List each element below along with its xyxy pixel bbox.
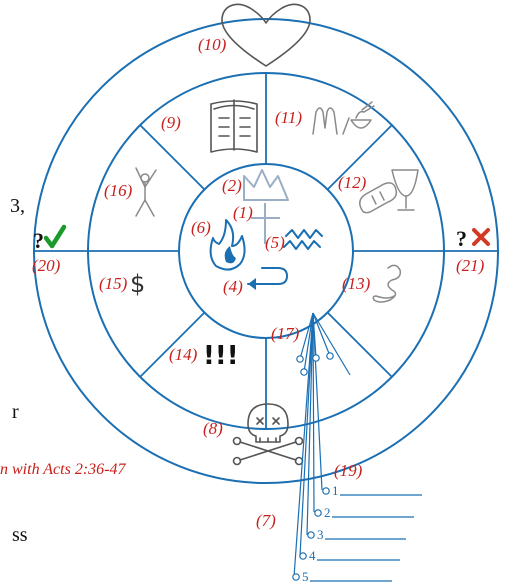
- stick-figure-icon: [135, 167, 157, 217]
- cross-symbol-icon: [251, 203, 280, 244]
- dollar-icon: $: [130, 270, 145, 298]
- label-9: (9): [161, 113, 181, 132]
- label-1: (1): [233, 203, 253, 222]
- crown-icon: [243, 169, 289, 201]
- answer-1-label: 1: [332, 483, 339, 498]
- label-21: (21): [456, 256, 485, 275]
- answer-list: 1 2 3 4 5: [292, 483, 422, 584]
- exclamation-icon: !!!: [203, 341, 239, 371]
- answer-3-label: 3: [317, 527, 324, 542]
- water-icon: [283, 229, 323, 250]
- label-11: (11): [275, 108, 302, 127]
- book-icon: [210, 99, 258, 153]
- snake-icon: [372, 264, 402, 303]
- fire-icon: [209, 219, 246, 271]
- left-fragment-3: ss: [12, 524, 28, 546]
- cross-icon: [472, 228, 490, 246]
- label-2: (2): [222, 176, 242, 195]
- label-12: (12): [338, 173, 367, 192]
- label-13: (13): [342, 274, 371, 293]
- answer-4-label: 4: [309, 548, 316, 563]
- food-icon: [312, 101, 375, 135]
- label-6: (6): [191, 218, 211, 237]
- bread-cup-icon: [359, 169, 419, 214]
- connector-lines: [293, 312, 351, 578]
- label-8: (8): [203, 419, 223, 438]
- label-10: (10): [198, 35, 227, 54]
- label-14: (14): [169, 345, 198, 364]
- check-icon: [43, 224, 67, 249]
- question-left: ?: [33, 228, 44, 253]
- heart-icon: [221, 3, 311, 67]
- skull-icon: [232, 403, 304, 466]
- label-20: (20): [32, 256, 61, 275]
- label-15: (15): [99, 274, 128, 293]
- answer-5-label: 5: [302, 569, 309, 584]
- spokes: [88, 73, 444, 429]
- left-fragment-1: 3,: [10, 195, 25, 217]
- return-arrow-icon: [247, 267, 288, 290]
- label-4: (4): [223, 277, 243, 296]
- label-16: (16): [104, 181, 133, 200]
- answer-2-label: 2: [324, 505, 331, 520]
- label-19: (19): [334, 461, 363, 480]
- caption: n with Acts 2:36-47: [0, 461, 126, 478]
- left-fragment-2: r: [12, 401, 19, 423]
- question-right: ?: [456, 226, 467, 251]
- label-17: (17): [271, 324, 300, 343]
- label-5: (5): [265, 233, 285, 252]
- label-7: (7): [256, 511, 276, 530]
